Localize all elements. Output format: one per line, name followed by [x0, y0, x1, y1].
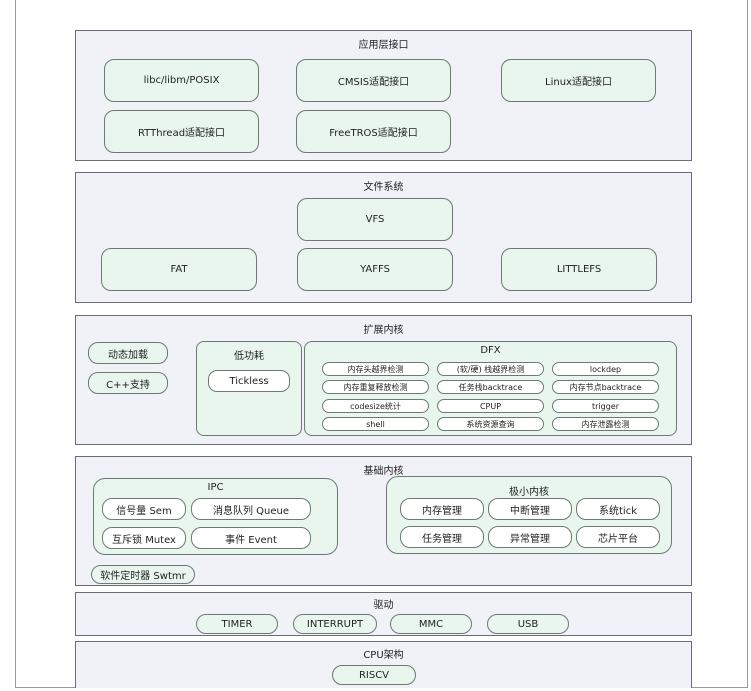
fat-component: FAT	[101, 248, 257, 291]
linux-interface: Linux适配接口	[501, 59, 656, 102]
semaphore-component: 信号量 Sem	[102, 498, 186, 520]
software-timer-component: 软件定时器 Swtmr	[91, 565, 195, 584]
interrupt-driver: INTERRUPT	[293, 614, 377, 634]
app-layer-title: 应用层接口	[358, 40, 409, 51]
dfx-item: 内存泄露检测	[552, 417, 659, 431]
dfx-item: 内存头越界检测	[322, 362, 429, 376]
task-management: 任务管理	[400, 526, 484, 548]
timer-driver: TIMER	[196, 614, 278, 634]
extended-kernel-layer: 扩展内核 动态加载 C++支持 低功耗 Tickless DFX 内存头越界检测…	[75, 315, 692, 445]
dfx-item: CPUP	[437, 399, 544, 413]
ipc-box: IPC 信号量 Sem 消息队列 Queue 互斥锁 Mutex 事件 Even…	[93, 478, 338, 555]
dfx-box: DFX 内存头越界检测 (软/硬) 栈越界检测 lockdep 内存重复释放检测…	[304, 341, 677, 436]
driver-layer: 驱动 TIMER INTERRUPT MMC USB	[75, 592, 692, 636]
event-component: 事件 Event	[191, 527, 311, 549]
interrupt-management: 中断管理	[488, 498, 572, 520]
dfx-item: (软/硬) 栈越界检测	[437, 362, 544, 376]
dfx-item: 任务栈backtrace	[437, 380, 544, 394]
ext-layer-title: 扩展内核	[363, 325, 404, 336]
yaffs-component: YAFFS	[297, 248, 453, 291]
queue-component: 消息队列 Queue	[191, 498, 311, 520]
cpu-arch-title: CPU架构	[363, 650, 404, 661]
system-tick: 系统tick	[576, 498, 660, 520]
riscv-arch: RISCV	[332, 665, 416, 685]
base-kernel-title: 基础内核	[363, 466, 404, 477]
posix-interface: libc/libm/POSIX	[104, 59, 259, 102]
dfx-item: 系统资源查询	[437, 417, 544, 431]
freertos-interface: FreeTROS适配接口	[296, 110, 451, 153]
dfx-item: 内存节点backtrace	[552, 380, 659, 394]
dfx-item: codesize统计	[322, 399, 429, 413]
chip-platform: 芯片平台	[576, 526, 660, 548]
usb-driver: USB	[487, 614, 569, 634]
mini-kernel-title: 极小内核	[509, 487, 549, 498]
app-interface-layer: 应用层接口 libc/libm/POSIX CMSIS适配接口 Linux适配接…	[75, 30, 692, 161]
cpp-support: C++支持	[88, 372, 168, 394]
fs-layer-title: 文件系统	[363, 182, 404, 193]
low-power-title: 低功耗	[234, 351, 264, 362]
dfx-item: 内存重复释放检测	[322, 380, 429, 394]
driver-title: 驱动	[373, 600, 394, 611]
cpu-arch-layer: CPU架构 RISCV	[75, 641, 692, 688]
low-power-box: 低功耗 Tickless	[196, 341, 302, 436]
mutex-component: 互斥锁 Mutex	[102, 527, 186, 549]
vfs-component: VFS	[297, 198, 453, 241]
dfx-item: lockdep	[552, 362, 659, 376]
littlefs-component: LITTLEFS	[501, 248, 657, 291]
memory-management: 内存管理	[400, 498, 484, 520]
base-kernel-layer: 基础内核 IPC 信号量 Sem 消息队列 Queue 互斥锁 Mutex 事件…	[75, 456, 692, 586]
dfx-title: DFX	[480, 345, 501, 356]
exception-management: 异常管理	[488, 526, 572, 548]
ipc-title: IPC	[207, 482, 224, 493]
dfx-item: trigger	[552, 399, 659, 413]
dfx-item: shell	[322, 417, 429, 431]
rtthread-interface: RTThread适配接口	[104, 110, 259, 153]
tickless-component: Tickless	[208, 370, 290, 392]
dynamic-loading: 动态加载	[88, 342, 168, 364]
file-system-layer: 文件系统 VFS FAT YAFFS LITTLEFS	[75, 172, 692, 303]
mini-kernel-box: 极小内核 内存管理 中断管理 系统tick 任务管理 异常管理 芯片平台	[386, 476, 672, 554]
mmc-driver: MMC	[390, 614, 472, 634]
cmsis-interface: CMSIS适配接口	[296, 59, 451, 102]
